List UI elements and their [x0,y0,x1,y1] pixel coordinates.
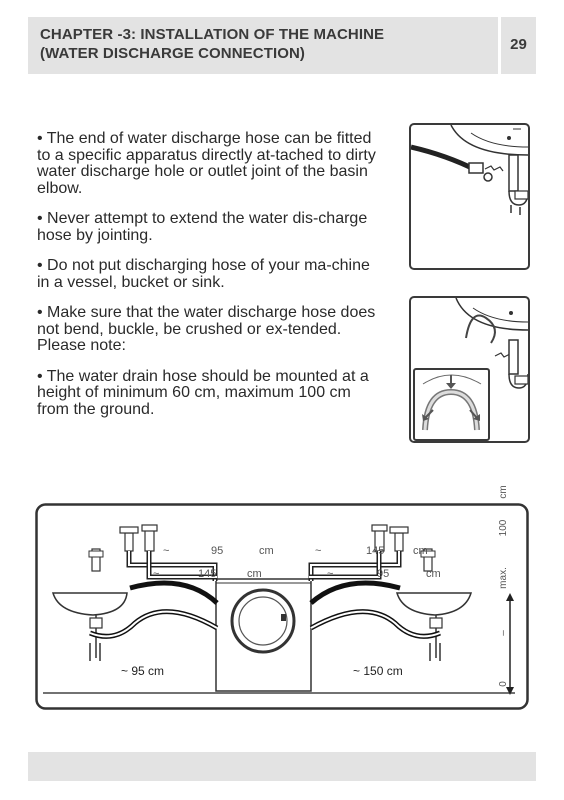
chapter-title-line2: (WATER DISCHARGE CONNECTION) [40,45,306,62]
label-cm: cm [426,568,441,580]
label-cm: cm [247,568,262,580]
tilde-label: ~ [315,545,321,557]
tilde-label: ~ [163,545,169,557]
basin-elbow-illustration [411,125,528,215]
label-95: 95 [211,545,223,557]
instruction-list: • The end of water discharge hose can be… [37,130,377,432]
scale-zero: 0 [498,681,509,687]
label-cm: cm [259,545,274,557]
instruction-item: • Never attempt to extend the water dis-… [37,210,368,244]
hose-basin-figure [409,296,530,443]
instruction-item: • The water drain hose should be mounted… [37,367,369,418]
label-145: 145 [198,568,216,580]
drain-height-diagram: ~ 95 cm ~ ~ 145 cm ~ 145 cm 95 cm ~ 95 c… [35,503,529,710]
hose-hook-illustration [422,374,482,431]
height-scale-labels: cm 100 max. – 0 [498,485,509,687]
label-right-distance: ~ 150 cm [353,664,403,678]
drain-height-illustration: ~ 95 cm ~ ~ 145 cm ~ 145 cm 95 cm ~ 95 c… [35,503,529,710]
scale-max: max. [498,567,509,589]
label-cm: cm [413,545,428,557]
page-number: 29 [510,36,527,53]
instruction-item: • The end of water discharge hose can be… [37,130,376,197]
label-95: 95 [377,568,389,580]
basin-elbow-figure [409,123,530,270]
tilde-label: ~ [327,568,333,580]
hose-basin-illustration [455,298,528,389]
chapter-title: CHAPTER -3: INSTALLATION OF THE MACHINE … [40,25,490,63]
scale-dash: – [498,630,509,636]
page-footer-bar [28,752,536,781]
instruction-item: • Make sure that the water discharge hos… [37,304,376,354]
scale-100: 100 [498,519,509,536]
instruction-item: • Do not put discharging hose of your ma… [37,257,370,291]
chapter-header: CHAPTER -3: INSTALLATION OF THE MACHINE … [28,17,536,74]
hose-hook-inset [413,368,490,441]
chapter-title-line1: CHAPTER -3: INSTALLATION OF THE MACHINE [40,26,385,43]
label-left-distance: ~ 95 cm [121,664,164,678]
header-divider [498,17,501,74]
tilde-label: ~ [153,568,159,580]
scale-cm: cm [498,485,509,498]
label-145: 145 [366,545,384,557]
